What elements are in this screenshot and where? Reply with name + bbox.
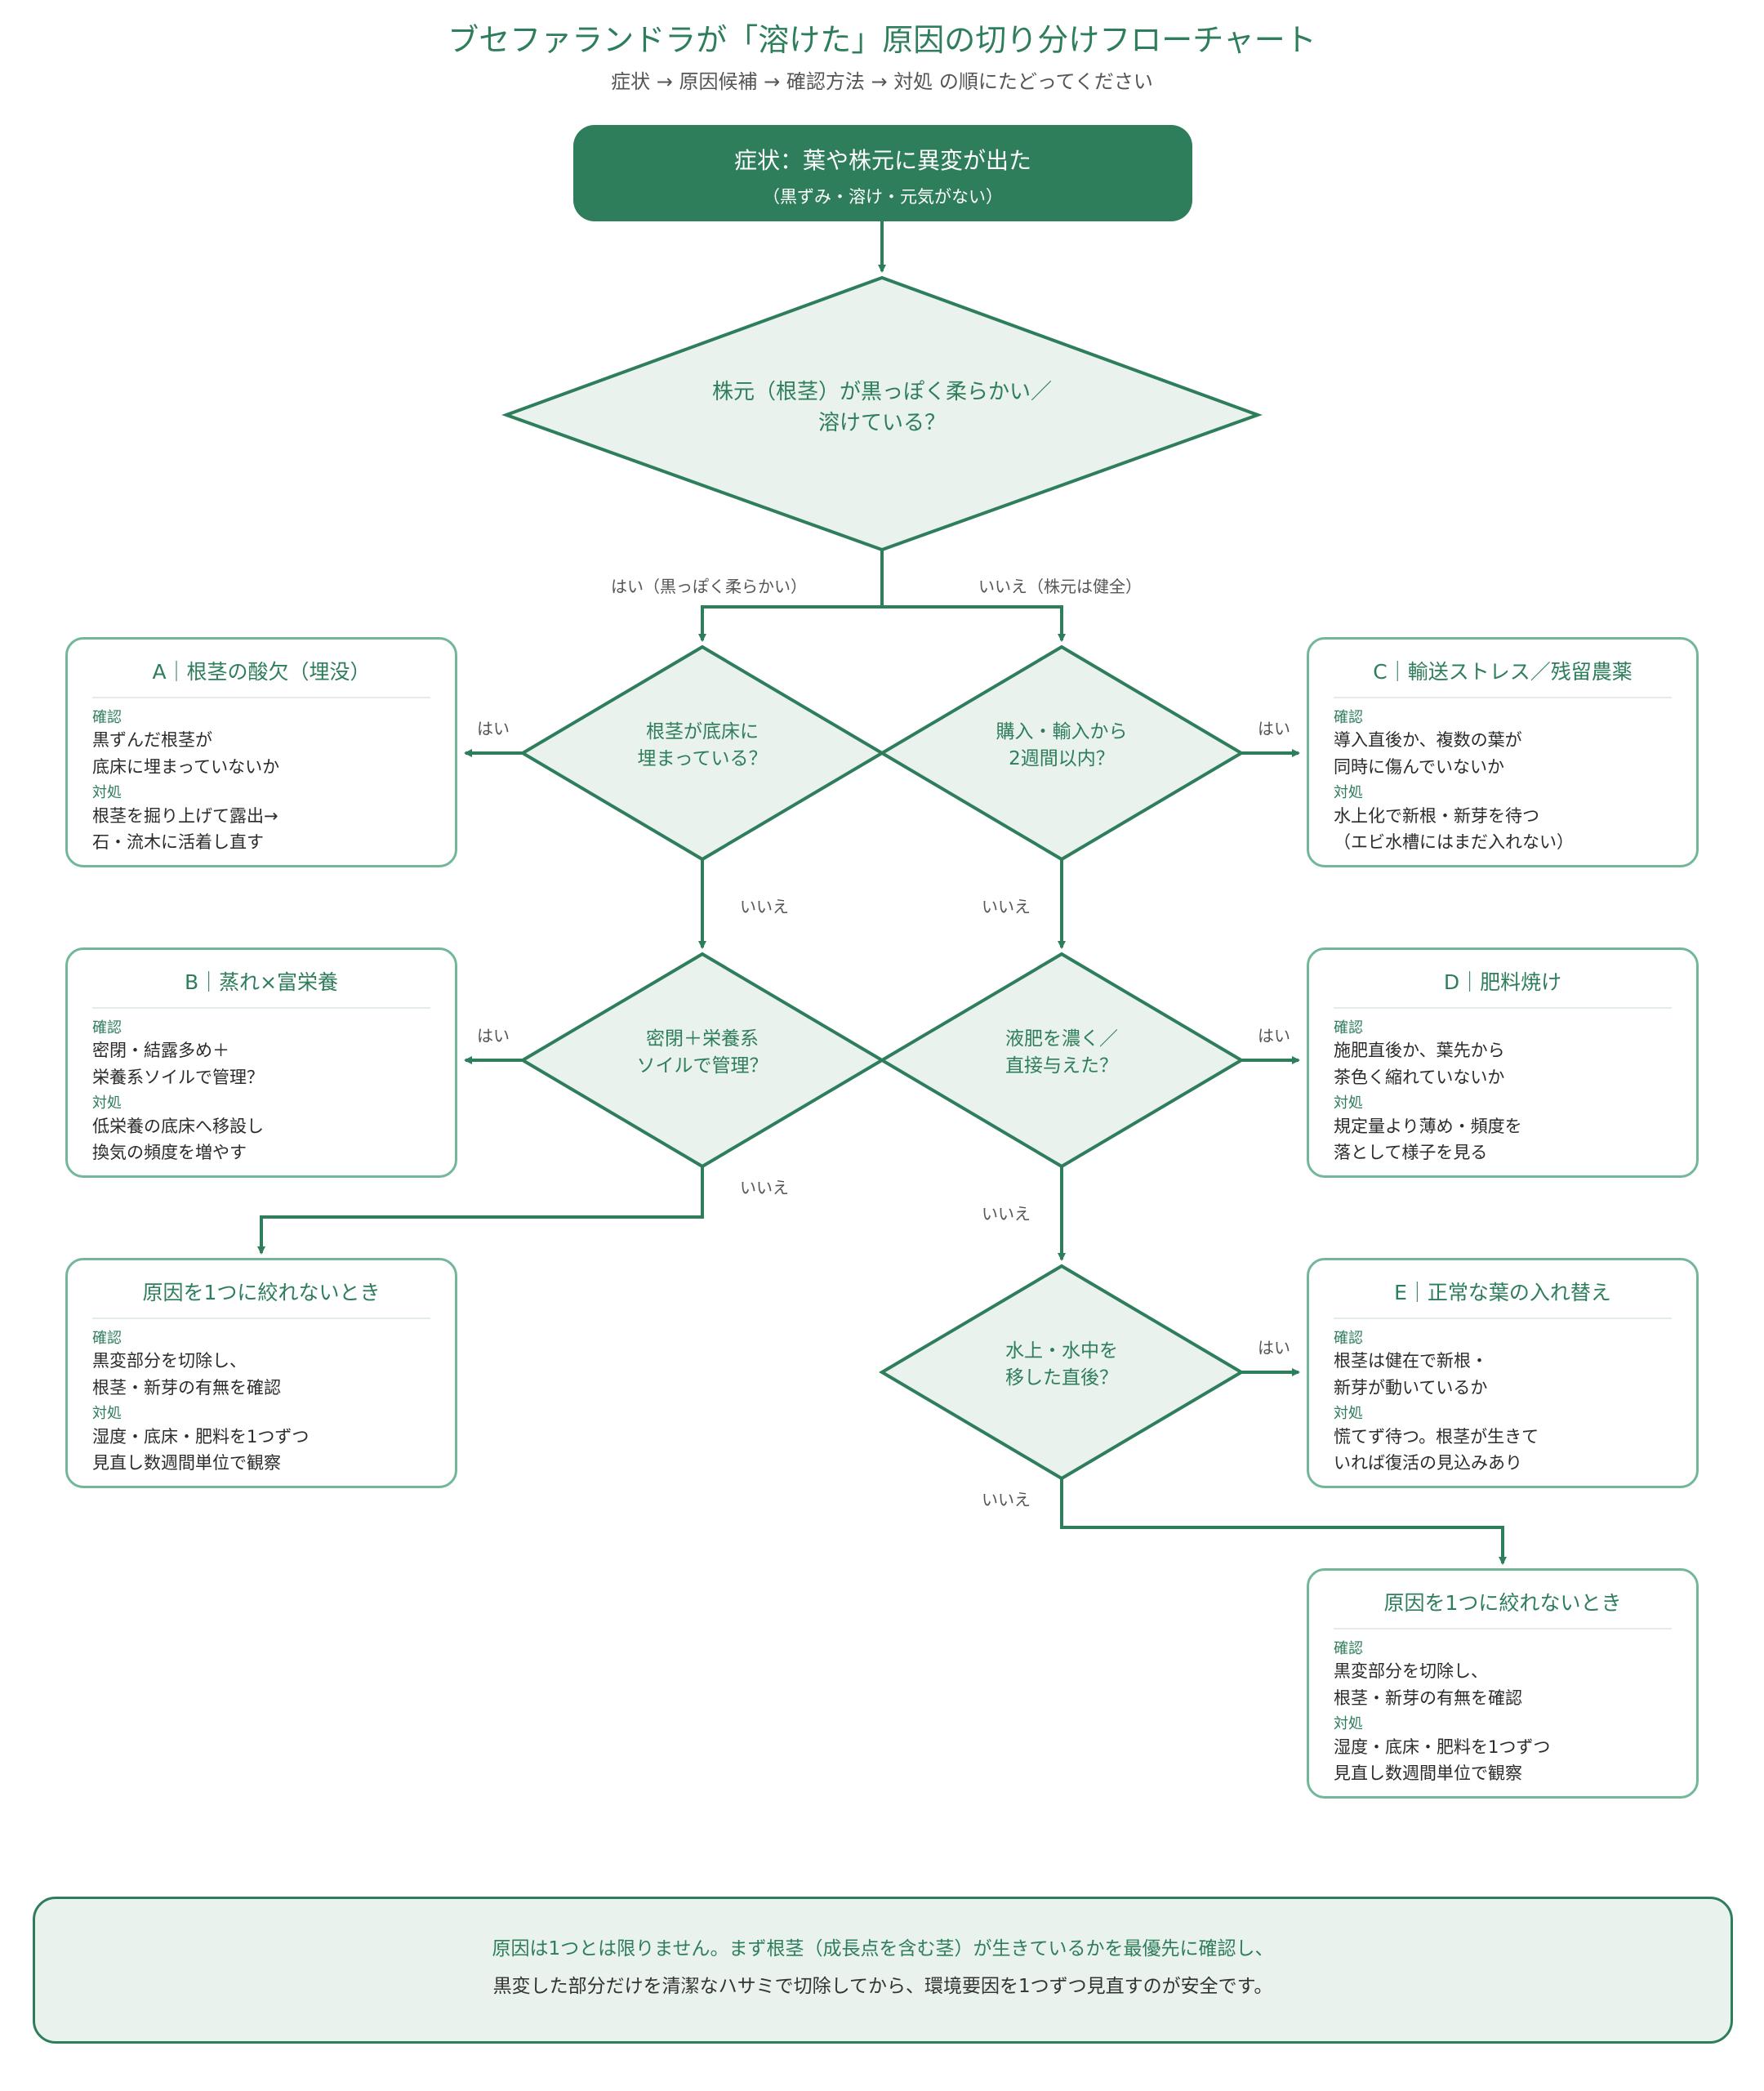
card-unknown-left-check-2: 根茎・新芽の有無を確認	[92, 1377, 281, 1398]
card-e-check-2: 新芽が動いているか	[1334, 1377, 1488, 1398]
card-unknown-right-action-label: 対処	[1334, 1715, 1363, 1733]
label-q6-no: いいえ	[982, 1490, 1031, 1509]
decision-q2-line1: 根茎が底床に	[646, 721, 759, 742]
card-a-check-label: 確認	[92, 709, 122, 726]
label-q1-yes: はい（黒っぽく柔らかい）	[611, 577, 807, 596]
card-c-action-2: （エビ水槽にはまだ入れない）	[1334, 832, 1574, 853]
result-card-e: E｜正常な葉の入れ替え 確認 根茎は健在で新根・ 新芽が動いているか 対処 慌て…	[1307, 1258, 1699, 1488]
result-card-d: D｜肥料焼け 確認 施肥直後か、葉先から 茶色く縮れていないか 対処 規定量より…	[1307, 947, 1699, 1178]
card-b-check-label: 確認	[92, 1019, 122, 1037]
decision-q5-line1: 液肥を濃く／	[1005, 1028, 1118, 1050]
decision-q1-line1: 株元（根茎）が黒っぽく柔らかい／	[711, 380, 1052, 404]
label-q2-no: いいえ	[740, 897, 789, 916]
card-unknown-right-check-2: 根茎・新芽の有無を確認	[1334, 1688, 1522, 1708]
footer-note: 原因は1つとは限りません。まず根茎（成長点を含む茎）が生きているかを最優先に確認…	[33, 1897, 1733, 2044]
footer-note-line2: 黒変した部分だけを清潔なハサミで切除してから、環境要因を1つずつ見直すのが安全で…	[492, 1976, 1273, 1997]
card-a-action-2: 石・流木に活着し直す	[92, 832, 264, 853]
card-e-action-label: 対処	[1334, 1405, 1363, 1423]
result-card-unknown-left: 原因を1つに絞れないとき 確認 黒変部分を切除し、 根茎・新芽の有無を確認 対処…	[65, 1258, 457, 1488]
decision-q3-text: 購入・輸入から 2週間以内？	[939, 719, 1184, 774]
decision-q5-text: 液肥を濃く／ 直接与えた？	[939, 1026, 1184, 1081]
card-d-action-1: 規定量より薄め・頻度を	[1334, 1116, 1522, 1136]
label-q1-no: いいえ（株元は健全）	[978, 577, 1142, 596]
card-unknown-left-check-label: 確認	[92, 1330, 122, 1347]
decision-q6-line1: 水上・水中を	[1005, 1340, 1118, 1362]
card-c-check-2: 同時に傷んでいないか	[1334, 756, 1504, 777]
page-title: ブセファランドラが「溶けた」原因の切り分けフローチャート	[448, 22, 1316, 58]
decision-q4-line1: 密閉＋栄養系	[646, 1028, 759, 1050]
card-unknown-left-action-2: 見直し数週間単位で観察	[92, 1453, 281, 1474]
card-b-title: B｜蒸れ×富栄養	[92, 950, 430, 1009]
card-unknown-left-action-1: 湿度・底床・肥料を1つずつ	[92, 1426, 310, 1447]
result-card-a: A｜根茎の酸欠（埋没） 確認 黒ずんだ根茎が 底床に埋まっていないか 対処 根茎…	[65, 637, 457, 867]
card-unknown-right-title: 原因を1つに絞れないとき	[1334, 1571, 1672, 1630]
card-a-action-1: 根茎を掘り上げて露出→	[92, 805, 278, 826]
decision-q6-line2: 移した直後？	[1005, 1367, 1118, 1389]
decision-q4-line2: ソイルで管理？	[636, 1055, 768, 1077]
start-main-text: 症状：葉や株元に異変が出た	[733, 147, 1031, 174]
card-a-action-label: 対処	[92, 784, 122, 802]
card-d-title: D｜肥料焼け	[1334, 950, 1672, 1009]
card-a-check-1: 黒ずんだ根茎が	[92, 730, 212, 751]
card-e-title: E｜正常な葉の入れ替え	[1334, 1260, 1672, 1319]
page-subtitle: 症状 → 原因候補 → 確認方法 → 対処 の順にたどってください	[611, 70, 1153, 93]
decision-q1-text: 株元（根茎）が黒っぽく柔らかい／ 溶けている？	[637, 377, 1127, 439]
arrow-q1-no	[882, 605, 1066, 642]
card-b-action-label: 対処	[92, 1095, 122, 1112]
label-q4-yes: はい	[477, 1026, 510, 1046]
card-b-check-1: 密閉・結露多め＋	[92, 1041, 229, 1061]
arrow-q6-no	[1060, 1478, 1507, 1565]
result-card-unknown-right: 原因を1つに絞れないとき 確認 黒変部分を切除し、 根茎・新芽の有無を確認 対処…	[1307, 1568, 1699, 1799]
card-e-check-1: 根茎は健在で新根・	[1334, 1351, 1488, 1371]
label-q4-no: いいえ	[740, 1178, 789, 1197]
label-q6-yes: はい	[1258, 1338, 1290, 1358]
card-c-check-1: 導入直後か、複数の葉が	[1334, 730, 1522, 751]
card-d-action-label: 対処	[1334, 1095, 1363, 1112]
result-card-c: C｜輸送ストレス／残留農薬 確認 導入直後か、複数の葉が 同時に傷んでいないか …	[1307, 637, 1699, 867]
start-sub-text: （黒ずみ・溶け・元気がない）	[763, 187, 1003, 207]
card-d-action-2: 落として様子を見る	[1334, 1143, 1488, 1163]
decision-q5-line2: 直接与えた？	[1005, 1055, 1118, 1077]
card-d-check-label: 確認	[1334, 1019, 1363, 1037]
arrow-q4-no	[257, 1166, 704, 1255]
label-q5-yes: はい	[1258, 1026, 1290, 1046]
decision-q2-text: 根茎が底床に 埋まっている？	[580, 719, 825, 774]
start-node: 症状：葉や株元に異変が出た （黒ずみ・溶け・元気がない）	[573, 125, 1192, 221]
footer-note-line1: 原因は1つとは限りません。まず根茎（成長点を含む茎）が生きているかを最優先に確認…	[492, 1938, 1274, 1959]
card-e-check-label: 確認	[1334, 1330, 1363, 1347]
label-q5-no: いいえ	[982, 1204, 1031, 1224]
decision-q6-text: 水上・水中を 移した直後？	[939, 1338, 1184, 1393]
card-unknown-right-action-2: 見直し数週間単位で観察	[1334, 1763, 1522, 1784]
card-c-check-label: 確認	[1334, 709, 1363, 726]
card-c-title: C｜輸送ストレス／残留農薬	[1334, 640, 1672, 698]
card-d-check-1: 施肥直後か、葉先から	[1334, 1041, 1505, 1061]
card-b-action-1: 低栄養の底床へ移設し	[92, 1116, 264, 1136]
label-q3-no: いいえ	[982, 897, 1031, 916]
card-unknown-right-check-label: 確認	[1334, 1640, 1363, 1657]
card-e-action-1: 慌てず待つ。根茎が生きて	[1334, 1426, 1539, 1447]
decision-q1-line2: 溶けている？	[817, 410, 946, 435]
label-q2-yes: はい	[477, 719, 510, 738]
card-unknown-right-check-1: 黒変部分を切除し、	[1334, 1661, 1488, 1682]
card-b-action-2: 換気の頻度を増やす	[92, 1143, 247, 1163]
label-q3-yes: はい	[1258, 719, 1290, 738]
card-a-check-2: 底床に埋まっていないか	[92, 756, 280, 777]
decision-q3-line1: 購入・輸入から	[996, 721, 1128, 742]
card-unknown-left-check-1: 黒変部分を切除し、	[92, 1351, 247, 1371]
result-card-b: B｜蒸れ×富栄養 確認 密閉・結露多め＋ 栄養系ソイルで管理？ 対処 低栄養の底…	[65, 947, 457, 1178]
card-e-action-2: いれば復活の見込みあり	[1334, 1453, 1522, 1474]
arrow-q1-yes	[698, 550, 884, 642]
card-unknown-left-action-label: 対処	[92, 1405, 122, 1423]
card-unknown-left-title: 原因を1つに絞れないとき	[92, 1260, 430, 1319]
card-unknown-right-action-1: 湿度・底床・肥料を1つずつ	[1334, 1737, 1551, 1757]
decision-q3-line2: 2週間以内？	[1009, 748, 1115, 770]
card-d-check-2: 茶色く縮れていないか	[1334, 1067, 1505, 1087]
card-b-check-2: 栄養系ソイルで管理？	[92, 1067, 264, 1087]
decision-q4-text: 密閉＋栄養系 ソイルで管理？	[580, 1026, 825, 1081]
card-c-action-label: 対処	[1334, 784, 1363, 802]
card-a-title: A｜根茎の酸欠（埋没）	[92, 640, 430, 698]
card-c-action-1: 水上化で新根・新芽を待つ	[1334, 805, 1539, 826]
decision-q2-line2: 埋まっている？	[637, 748, 768, 770]
